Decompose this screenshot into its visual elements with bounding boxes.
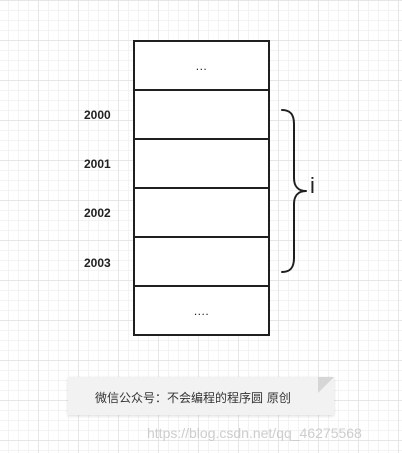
watermark: https://blog.csdn.net/qq_46275568 <box>147 425 362 441</box>
cell-bottom-ellipsis: .... <box>193 303 210 318</box>
address-label-2000: 2000 <box>84 108 111 122</box>
note-text: 微信公众号：不会编程的程序圆 原创 <box>95 391 291 405</box>
address-label-2003: 2003 <box>84 256 111 270</box>
memory-column: ... .... <box>133 40 270 336</box>
memory-cell-2001 <box>133 138 270 189</box>
brace-label: i <box>310 173 315 198</box>
curly-brace <box>281 109 307 273</box>
memory-cell-top: ... <box>133 40 270 91</box>
memory-cell-2002 <box>133 187 270 238</box>
cell-top-ellipsis: ... <box>195 58 208 73</box>
note-fold-corner <box>318 377 334 393</box>
address-label-2001: 2001 <box>84 157 111 171</box>
memory-cell-2000 <box>133 89 270 140</box>
address-label-2002: 2002 <box>84 206 111 220</box>
memory-cell-bottom: .... <box>133 285 270 336</box>
memory-cell-2003 <box>133 236 270 287</box>
note-card: 微信公众号：不会编程的程序圆 原创 <box>68 377 334 415</box>
